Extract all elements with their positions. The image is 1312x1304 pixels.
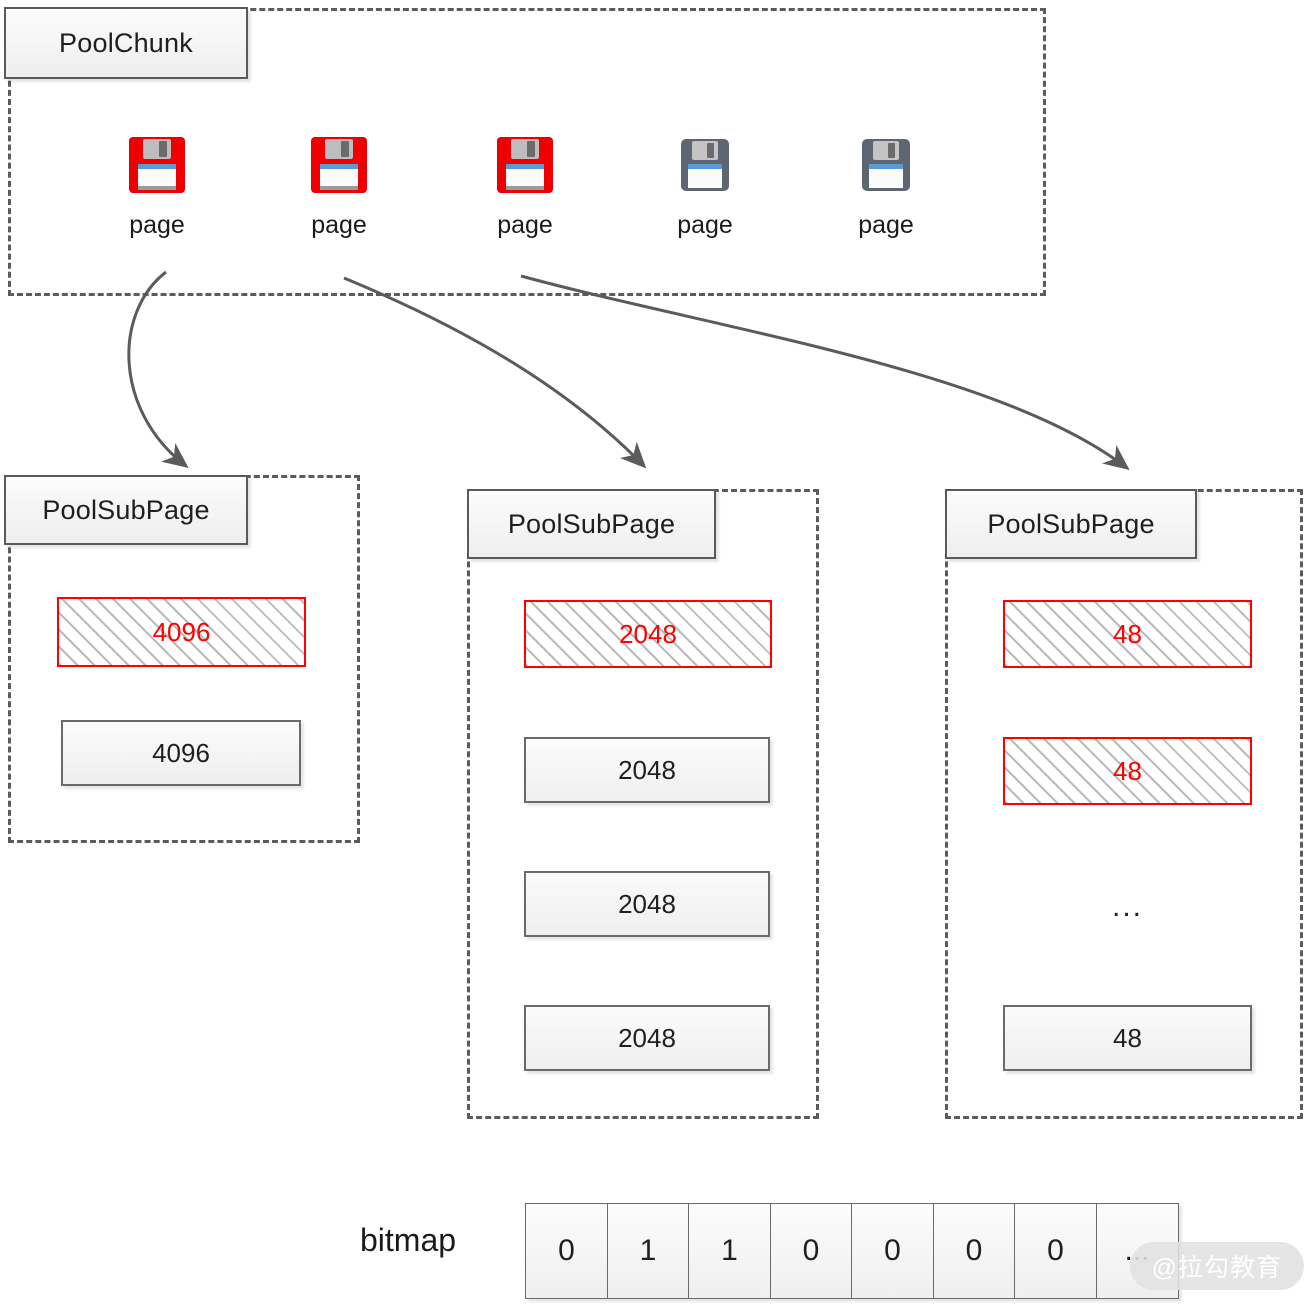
slot-value: 48 bbox=[1113, 1022, 1142, 1053]
slot-value: 2048 bbox=[618, 888, 676, 919]
slot-value: 4096 bbox=[152, 616, 211, 647]
poolchunk-header-label: PoolChunk bbox=[59, 27, 193, 58]
subpage3-slot-2[interactable]: 48 bbox=[1003, 1005, 1252, 1071]
floppy-disk-icon bbox=[862, 139, 910, 191]
poolsubpage-header-2: PoolSubPage bbox=[467, 489, 716, 559]
page-label: page bbox=[129, 211, 185, 239]
bitmap-cell[interactable]: 0 bbox=[525, 1203, 608, 1299]
bitmap-table: 0 1 1 0 0 0 0 ... bbox=[525, 1203, 1179, 1299]
arrow-page1-to-subpage1 bbox=[127, 270, 189, 469]
subpage3-ellipsis: ... bbox=[1111, 890, 1143, 923]
slot-value: 48 bbox=[1113, 618, 1142, 649]
slot-value: 2048 bbox=[618, 1022, 676, 1053]
subpage1-slot-1[interactable]: 4096 bbox=[61, 720, 301, 786]
page-item-0[interactable]: page bbox=[97, 133, 217, 240]
slot-value: 2048 bbox=[618, 754, 676, 785]
page-item-1[interactable]: page bbox=[279, 133, 399, 240]
bitmap-cell[interactable]: 0 bbox=[932, 1203, 1016, 1299]
bitmap-cell[interactable]: 0 bbox=[1014, 1203, 1097, 1299]
page-item-4[interactable]: page bbox=[826, 133, 946, 240]
subpage2-slot-3[interactable]: 2048 bbox=[524, 1005, 770, 1071]
floppy-disk-icon bbox=[681, 139, 729, 191]
slot-value: 4096 bbox=[152, 737, 210, 768]
watermark: @拉勾教育 bbox=[1129, 1242, 1304, 1290]
page-item-2[interactable]: page bbox=[465, 133, 585, 240]
poolchunk-header: PoolChunk bbox=[4, 7, 248, 79]
page-label: page bbox=[311, 211, 367, 239]
poolsubpage-header-label: PoolSubPage bbox=[507, 508, 676, 539]
page-label: page bbox=[858, 211, 914, 239]
poolsubpage-header-1: PoolSubPage bbox=[4, 475, 248, 545]
subpage1-slot-0[interactable]: 4096 bbox=[57, 597, 306, 667]
poolsubpage-header-3: PoolSubPage bbox=[945, 489, 1197, 559]
floppy-disk-icon bbox=[311, 137, 367, 193]
slot-value: 2048 bbox=[619, 618, 677, 649]
subpage2-slot-0[interactable]: 2048 bbox=[524, 600, 772, 668]
subpage2-slot-1[interactable]: 2048 bbox=[524, 737, 770, 803]
page-item-3[interactable]: page bbox=[645, 133, 765, 240]
slot-value: 48 bbox=[1113, 755, 1142, 786]
bitmap-cell[interactable]: 1 bbox=[688, 1203, 771, 1299]
floppy-disk-icon bbox=[129, 137, 185, 193]
arrow-page3-to-subpage3 bbox=[520, 274, 1130, 471]
floppy-disk-icon bbox=[497, 137, 553, 193]
poolsubpage-header-label: PoolSubPage bbox=[42, 494, 210, 525]
poolsubpage-header-label: PoolSubPage bbox=[987, 508, 1155, 539]
page-label: page bbox=[497, 211, 553, 239]
bitmap-cell[interactable]: 0 bbox=[851, 1203, 934, 1299]
subpage3-slot-0[interactable]: 48 bbox=[1003, 600, 1252, 668]
arrow-page2-to-subpage2 bbox=[343, 276, 647, 469]
page-label: page bbox=[677, 211, 733, 239]
subpage3-slot-1[interactable]: 48 bbox=[1003, 737, 1252, 805]
bitmap-label: bitmap bbox=[360, 1222, 457, 1258]
subpage2-slot-2[interactable]: 2048 bbox=[524, 871, 770, 937]
bitmap-cell[interactable]: 1 bbox=[606, 1203, 690, 1299]
bitmap-cell[interactable]: 0 bbox=[769, 1203, 853, 1299]
